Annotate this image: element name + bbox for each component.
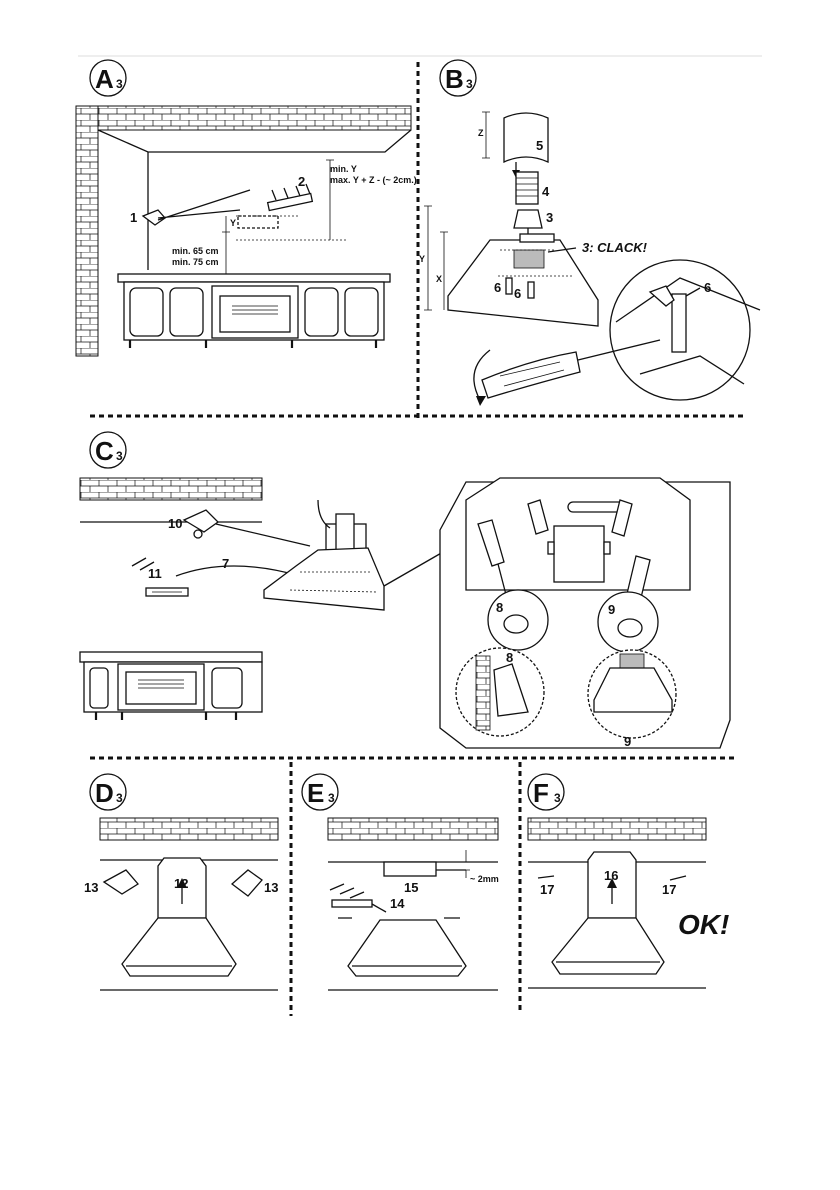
label-c-10: 10 xyxy=(168,516,182,531)
label-f-16: 16 xyxy=(604,868,618,883)
label-b-y: Y xyxy=(419,254,425,264)
label-b-5: 5 xyxy=(536,138,543,153)
label-c-8a: 8 xyxy=(496,600,503,615)
label-a-y-small: Y xyxy=(230,218,236,228)
label-a-min-75: min. 75 cm xyxy=(172,257,219,267)
label-b-6c: 6 xyxy=(704,280,711,295)
panel-e: E 3 ~ 2mm 15 14 xyxy=(301,773,499,991)
label-a-min-65: min. 65 cm xyxy=(172,246,219,256)
label-a-min-y: min. Y xyxy=(330,164,357,174)
label-d-12: 12 xyxy=(174,876,188,891)
panel-c: C 3 10 11 7 xyxy=(79,431,731,749)
label-e-14: 14 xyxy=(390,896,405,911)
panel-b: B 3 Z 5 4 3 6 6 3: CLACK! Y X xyxy=(419,59,761,406)
panel-a: A 3 1 2 min. Y max. Y + Z - (~ 2cm.) Y xyxy=(75,59,417,357)
panel-c-letter: C xyxy=(95,436,114,466)
label-b-4: 4 xyxy=(542,184,550,199)
label-c-11: 11 xyxy=(148,566,162,581)
panel-e-sub: 3 xyxy=(328,791,335,805)
label-c-9b: 9 xyxy=(624,734,631,749)
label-a-1: 1 xyxy=(130,210,137,225)
panel-d-sub: 3 xyxy=(116,791,123,805)
label-b-clack: 3: CLACK! xyxy=(582,240,648,255)
panel-f: F 3 16 17 17 OK! xyxy=(527,773,729,989)
label-a-2: 2 xyxy=(298,174,305,189)
label-c-8b: 8 xyxy=(506,650,513,665)
label-f-17b: 17 xyxy=(662,882,676,897)
label-f-ok: OK! xyxy=(678,909,729,940)
label-d-13b: 13 xyxy=(264,880,278,895)
panel-e-letter: E xyxy=(307,778,324,808)
label-b-6a: 6 xyxy=(494,280,501,295)
label-c-9a: 9 xyxy=(608,602,615,617)
label-c-7: 7 xyxy=(222,556,229,571)
panel-c-sub: 3 xyxy=(116,449,123,463)
label-d-13a: 13 xyxy=(84,880,98,895)
label-a-max-y: max. Y + Z - (~ 2cm.) xyxy=(330,175,417,185)
label-f-17a: 17 xyxy=(540,882,554,897)
label-b-6b: 6 xyxy=(514,286,521,301)
panel-a-sub: 3 xyxy=(116,77,123,91)
label-e-gap: ~ 2mm xyxy=(470,874,499,884)
panel-d: D 3 12 13 13 xyxy=(84,773,279,991)
label-e-15: 15 xyxy=(404,880,418,895)
panel-a-letter: A xyxy=(95,64,114,94)
panel-d-letter: D xyxy=(95,778,114,808)
panel-f-letter: F xyxy=(533,778,549,808)
panel-b-letter: B xyxy=(445,64,464,94)
label-b-x: X xyxy=(436,274,442,284)
panel-f-sub: 3 xyxy=(554,791,561,805)
label-b-z: Z xyxy=(478,128,484,138)
panel-b-sub: 3 xyxy=(466,77,473,91)
label-b-3: 3 xyxy=(546,210,553,225)
